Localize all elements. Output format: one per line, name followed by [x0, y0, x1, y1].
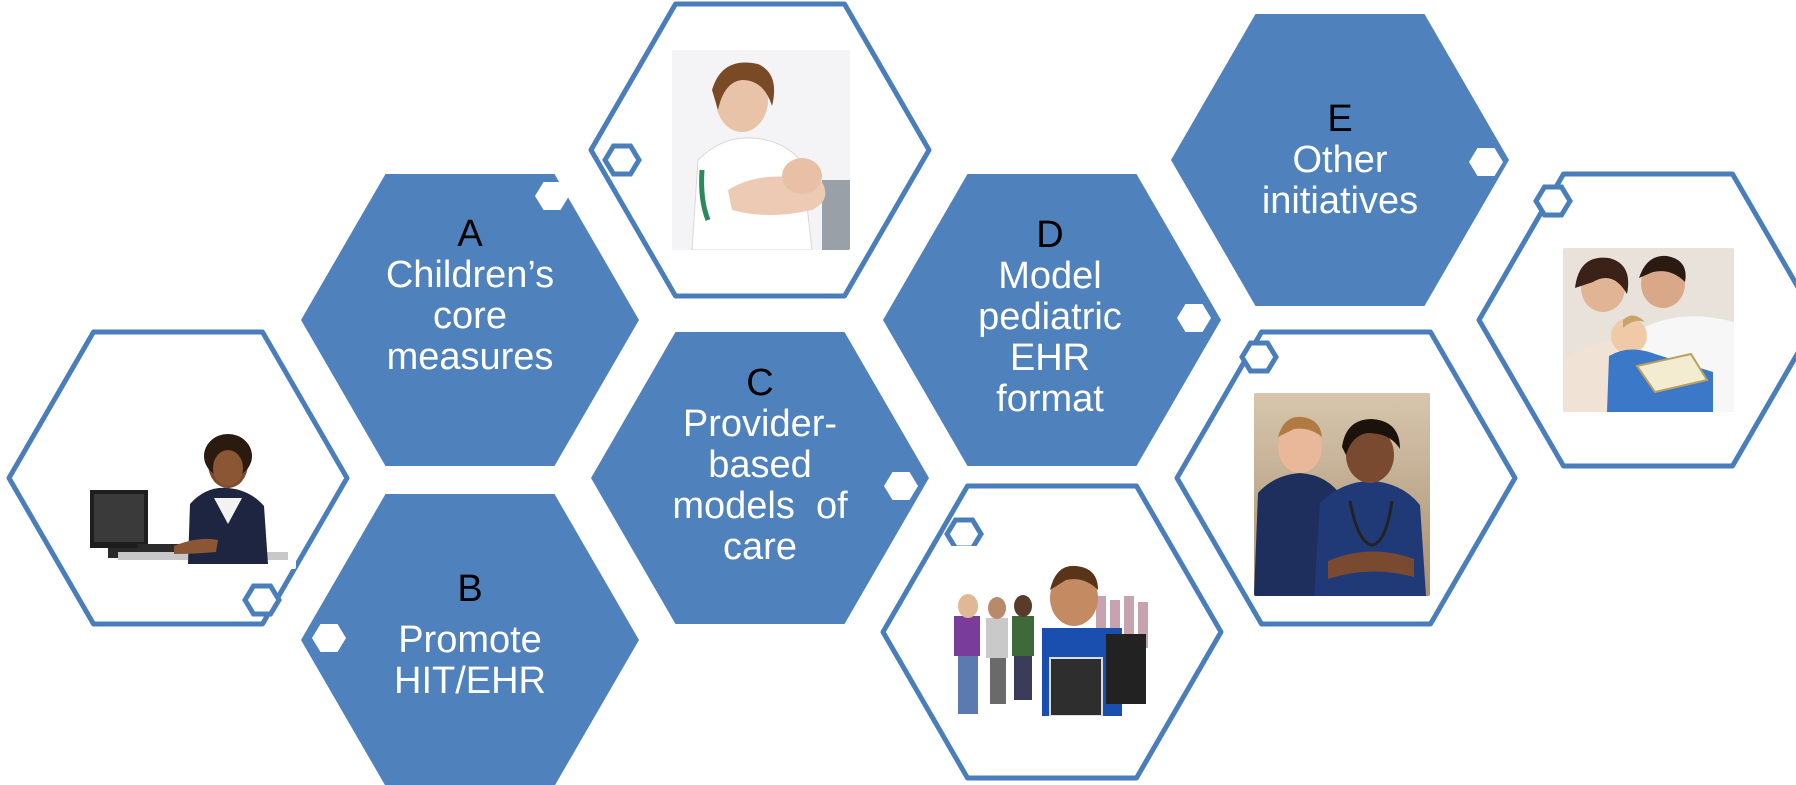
hexagon-c-line-1: Provider-	[682, 402, 838, 445]
family-reading-illustration	[1563, 248, 1734, 412]
dot-hexagon-d	[1177, 304, 1211, 332]
two-healthcare-workers-photo	[1254, 393, 1430, 596]
hexagon-d-line-1: Model	[998, 254, 1102, 297]
students-with-backpacks-photo	[946, 546, 1154, 716]
woman-at-computer-illustration	[78, 394, 296, 569]
dot-photo-family	[1533, 184, 1573, 218]
hexagon-d	[883, 174, 1221, 466]
dot-photo-nurse	[602, 143, 642, 177]
hexagon-e-letter: E	[1327, 97, 1353, 140]
dot-hexagon-e	[1469, 148, 1503, 176]
dot-photo-woman	[242, 583, 282, 617]
hexagon-b-line-1: Promote	[398, 618, 542, 661]
hexagon-e-line-2: initiatives	[1261, 179, 1419, 222]
hexagon-a	[301, 174, 639, 466]
hexagon-e-label: E Other initiatives	[1200, 80, 1480, 240]
nurse-holding-baby-illustration	[672, 50, 850, 250]
nurse-holding-baby-photo	[672, 50, 850, 250]
hexagon-b-label: B Promote HIT/EHR	[330, 545, 610, 725]
hexagon-b	[301, 494, 639, 785]
hexagon-c-line-2: based	[708, 443, 812, 486]
hexagon-e-line-1: Other	[1292, 138, 1388, 181]
dot-photo-students	[944, 517, 984, 551]
dot-photo-workers	[1239, 340, 1279, 374]
dot-hexagon-c	[884, 472, 918, 500]
hexagon-d-letter: D	[1036, 213, 1064, 256]
hexagon-a-line-1: Children’s	[385, 254, 555, 296]
hexagon-d-line-2: pediatric	[978, 295, 1122, 338]
hexagon-b-line-2: HIT/EHR	[394, 659, 546, 702]
woman-at-computer-photo	[78, 394, 296, 569]
hexagon-e	[1171, 14, 1509, 306]
hexagon-b-letter: B	[457, 567, 483, 610]
hexagon-c-line-3: models of	[672, 484, 848, 527]
healthcare-workers-illustration	[1254, 393, 1430, 596]
hexagon-a-letter: A	[457, 213, 483, 255]
hexagon-a-line-2: core	[433, 295, 507, 337]
hexagon-c-label: C Provider- based models of care	[620, 350, 900, 580]
dot-hexagon-a	[535, 182, 569, 210]
hexagon-d-line-4: format	[996, 377, 1104, 420]
hexagon-c	[591, 332, 929, 624]
dot-hexagon-b	[312, 624, 346, 652]
family-reading-photo	[1563, 248, 1734, 412]
hexagon-a-line-3: measures	[386, 336, 554, 378]
students-illustration	[946, 546, 1154, 716]
hexagon-a-label: A Children’s core measures	[330, 196, 610, 396]
hexagon-c-letter: C	[746, 361, 774, 404]
hexagon-d-line-3: EHR	[1009, 336, 1091, 379]
hexagon-c-line-4: care	[723, 525, 797, 568]
hexagon-d-label: D Model pediatric EHR format	[910, 192, 1190, 442]
